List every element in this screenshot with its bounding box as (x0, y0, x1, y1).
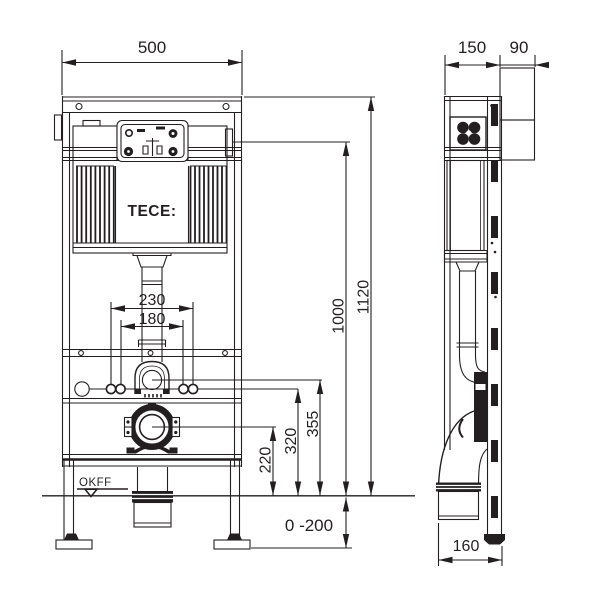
side-view: 150 90 160 (436, 38, 549, 566)
datum-triangle-icon (83, 488, 99, 498)
tece-logo: TECE: (128, 203, 177, 220)
dim-width-label: 500 (138, 38, 166, 57)
dim-outlet-height: 220 (258, 427, 277, 496)
dim-total-height: 1120 (244, 96, 375, 496)
support-legs (63, 460, 241, 540)
floor-label: OKFF (79, 477, 112, 489)
cistern-hatch-left (76, 166, 115, 243)
actuation-zone-lower (499, 119, 536, 161)
dim-fixing-inner: 180 (120, 311, 184, 384)
dim-outlet-offset: 160 (437, 523, 503, 566)
flush-unit (116, 119, 189, 163)
fixing-stud (178, 383, 189, 395)
dim-fixing-row-height: 320 (283, 389, 302, 496)
dim-front-zone-label: 90 (510, 38, 529, 57)
side-flush-pipe (455, 261, 487, 442)
fixing-stud (115, 383, 126, 395)
dim-flush-bend-height: 355 (152, 379, 324, 496)
fixing-stud (187, 383, 199, 395)
wall-bracket (53, 114, 63, 141)
dim-fixing-outer: 230 (110, 292, 194, 384)
dim-width: 500 (61, 38, 243, 95)
waste-outlet (123, 403, 276, 454)
side-waste-bend (436, 410, 488, 521)
fixing-row (74, 381, 298, 397)
foot-plate-left (55, 539, 93, 550)
dim-outlet-offset-label: 160 (453, 538, 480, 555)
foot-plate-right (213, 539, 251, 550)
dim-outlet-height-label: 220 (258, 447, 275, 474)
floor-datum: OKFF (77, 477, 128, 498)
waste-pipe-lower (132, 467, 173, 528)
inlet-hole (74, 381, 90, 397)
dim-frame-depth-label: 150 (458, 38, 486, 57)
lever (458, 418, 464, 439)
dim-flush-bend-height-label: 355 (305, 411, 322, 438)
side-frame (443, 67, 536, 545)
dim-frame-depth: 150 90 (444, 38, 549, 95)
front-view: TECE: (42, 96, 415, 550)
flush-bend-connector (474, 372, 487, 442)
cistern-hatch-right (189, 166, 228, 243)
dim-fixing-inner-label: 180 (139, 311, 166, 328)
front-dimensions: 500 230 180 220 320 (61, 38, 375, 549)
dim-panel-height: 1000 (232, 141, 350, 496)
dim-fixing-outer-label: 230 (139, 292, 166, 309)
fixing-stud (105, 383, 117, 395)
rail-foot (484, 534, 505, 545)
dim-foot-range-label: 0 -200 (285, 516, 333, 535)
actuation-zone-upper (499, 67, 536, 121)
side-flush-unit (444, 116, 502, 162)
dim-total-height-label: 1120 (356, 280, 373, 315)
dim-panel-height-label: 1000 (331, 298, 348, 334)
front-frame (53, 96, 251, 550)
dim-foot-range: 0 -200 (251, 497, 352, 549)
flush-pipe (132, 252, 172, 398)
side-dimensions: 150 90 160 (437, 38, 549, 566)
side-cistern (443, 159, 488, 263)
dim-fixing-row-height-label: 320 (283, 428, 300, 455)
